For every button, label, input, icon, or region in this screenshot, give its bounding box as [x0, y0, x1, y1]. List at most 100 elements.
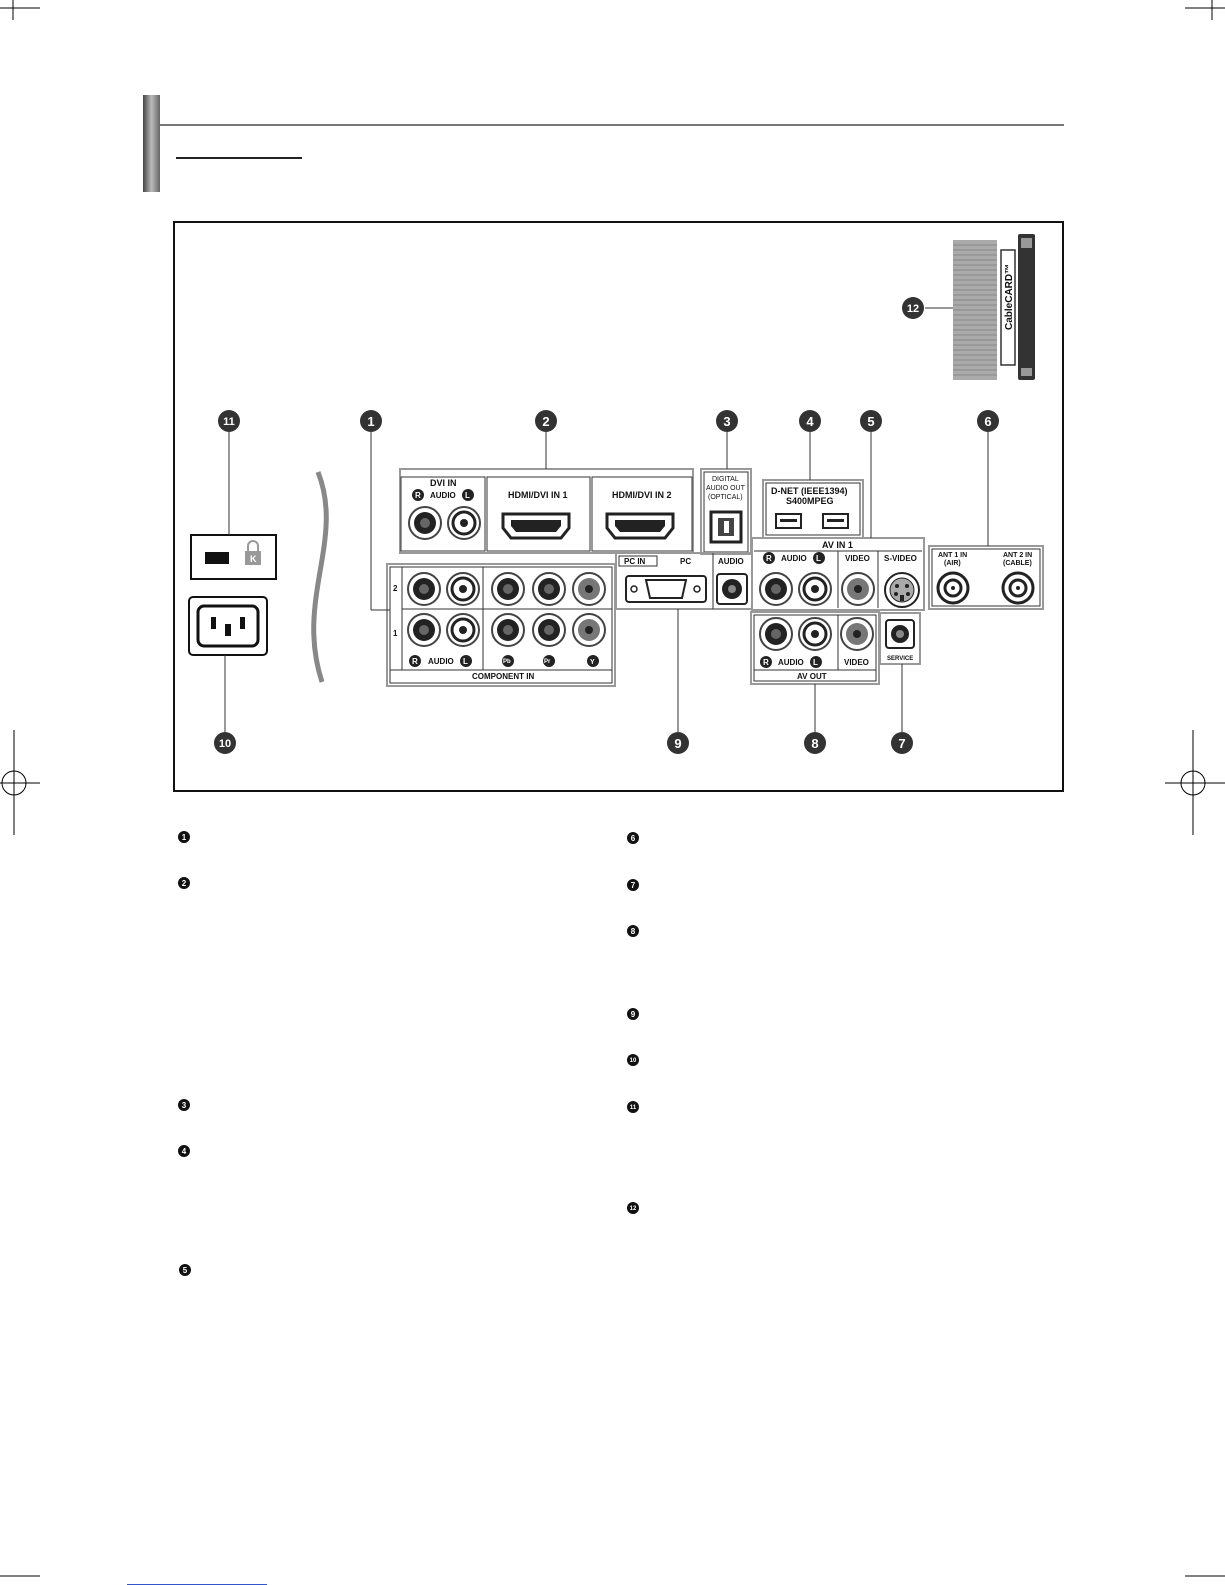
antenna-group: ANT 1 IN (AIR) ANT 2 IN (CABLE): [928, 545, 1044, 610]
component-row-2: 2: [393, 584, 398, 593]
callout-6: 6: [977, 410, 999, 432]
pc-audio-label: AUDIO: [718, 557, 744, 566]
cablecard-label: CableCARD™: [1004, 264, 1015, 330]
svg-text:11: 11: [630, 1105, 637, 1111]
hdmi-2-port: [605, 512, 675, 540]
legend-marker-8: 8: [627, 925, 639, 937]
legend-marker-7: 7: [627, 879, 639, 891]
svg-text:7: 7: [631, 881, 636, 890]
component-pr-label: Pr: [544, 659, 551, 665]
svg-text:8: 8: [811, 736, 818, 751]
svg-text:R: R: [412, 657, 418, 666]
ant-2-jack: [1001, 571, 1035, 605]
legend-marker-4: 4: [178, 1145, 190, 1157]
leader-lines: [224, 307, 989, 732]
panel-divider-curve: [311, 471, 329, 683]
av-in-audio-l-jack: [797, 571, 833, 607]
svg-text:1: 1: [367, 414, 374, 429]
callout-12: 12: [902, 297, 924, 319]
svg-text:1: 1: [182, 833, 187, 842]
svg-text:L: L: [816, 554, 821, 563]
dvi-in-label: DVI IN: [430, 478, 457, 488]
service-group: SERVICE: [879, 612, 921, 665]
diagram-frame: [173, 221, 1064, 792]
digital-audio-line2: AUDIO OUT: [706, 485, 746, 492]
av-out-audio-r-jack: [759, 617, 793, 651]
callout-9: 9: [667, 732, 689, 754]
legend-marker-9: 9: [627, 1008, 639, 1020]
svg-text:7: 7: [898, 736, 905, 751]
av-out-label: AV OUT: [797, 672, 827, 681]
component-in-label: COMPONENT IN: [472, 672, 534, 681]
legend-marker-2: 2: [178, 877, 190, 889]
svg-text:5: 5: [183, 1266, 188, 1275]
svg-text:4: 4: [806, 414, 814, 429]
callout-7: 7: [891, 732, 913, 754]
av-in-video-label: VIDEO: [845, 554, 870, 563]
svg-text:2: 2: [542, 414, 549, 429]
av-in-audio-r-jack: [759, 572, 793, 606]
av-out-group: R AUDIO L VIDEO AV OUT: [750, 611, 880, 685]
legend-marker-12: 12: [627, 1202, 639, 1214]
svg-text:12: 12: [907, 303, 919, 315]
legend-marker-3: 3: [178, 1099, 190, 1111]
svg-text:11: 11: [223, 416, 235, 428]
svg-text:R: R: [415, 491, 421, 500]
svg-text:L: L: [465, 491, 470, 500]
svg-text:AUDIO: AUDIO: [781, 554, 807, 563]
callout-4: 4: [799, 410, 821, 432]
svg-text:3: 3: [723, 414, 730, 429]
svg-text:R: R: [763, 658, 769, 667]
dnet-line2: S400MPEG: [786, 496, 834, 506]
av-in-video-jack: [841, 572, 875, 606]
svg-text:6: 6: [631, 834, 636, 843]
svg-text:R: R: [766, 554, 772, 563]
s-video-jack: [884, 572, 920, 608]
svg-text:9: 9: [631, 1010, 636, 1019]
av-out-video-jack: [840, 617, 874, 651]
ant-2-line1: ANT 2 IN: [1003, 552, 1032, 559]
header-rule: [160, 124, 1064, 126]
dnet-line1: D-NET (IEEE1394): [771, 486, 848, 496]
dvi-audio-label: R AUDIO L: [412, 489, 474, 501]
kensington-letter: K: [250, 554, 257, 564]
legend-marker-11: 11: [627, 1101, 639, 1113]
kensington-lock: K: [190, 534, 277, 580]
digital-audio-out-group: DIGITAL AUDIO OUT (OPTICAL): [700, 468, 752, 555]
dvi-audio-r-jack: [408, 506, 442, 540]
svg-text:9: 9: [674, 736, 681, 751]
callout-2: 2: [535, 410, 557, 432]
svg-text:10: 10: [630, 1058, 637, 1064]
svg-text:AUDIO: AUDIO: [778, 658, 804, 667]
svg-text:5: 5: [867, 414, 874, 429]
component-pb-label: Pb: [503, 659, 511, 665]
hdmi-dvi-group: DVI IN R AUDIO L HDMI/DVI IN 1 HDMI/DVI …: [399, 468, 694, 554]
callout-10: 10: [214, 732, 236, 754]
hdmi-1-label: HDMI/DVI IN 1: [508, 490, 568, 500]
svg-text:L: L: [463, 657, 468, 666]
svg-text:3: 3: [182, 1101, 187, 1110]
svg-text:8: 8: [631, 927, 636, 936]
component-y-label: Y: [590, 659, 595, 666]
svg-text:6: 6: [984, 414, 991, 429]
power-inlet: [188, 596, 268, 656]
dvi-audio-l-jack: [446, 505, 482, 541]
digital-audio-line3: (OPTICAL): [708, 494, 743, 501]
av-in-audio-label: R AUDIO L: [763, 552, 825, 564]
hdmi-2-label: HDMI/DVI IN 2: [612, 490, 672, 500]
pc-label: PC: [680, 557, 691, 566]
callout-1: 1: [360, 410, 382, 432]
ant-1-line1: ANT 1 IN: [938, 552, 967, 559]
dnet-group: D-NET (IEEE1394) S400MPEG: [762, 479, 864, 539]
av-in-svideo-label: S-VIDEO: [884, 554, 917, 563]
svg-text:4: 4: [182, 1147, 187, 1156]
ant-1-line2: (AIR): [944, 560, 961, 567]
ant-1-jack: [936, 571, 970, 605]
ant-2-line2: (CABLE): [1003, 560, 1032, 567]
svg-text:2: 2: [182, 879, 187, 888]
section-header-bar: [143, 95, 160, 192]
digital-audio-line1: DIGITAL: [712, 476, 739, 483]
callout-8: 8: [804, 732, 826, 754]
